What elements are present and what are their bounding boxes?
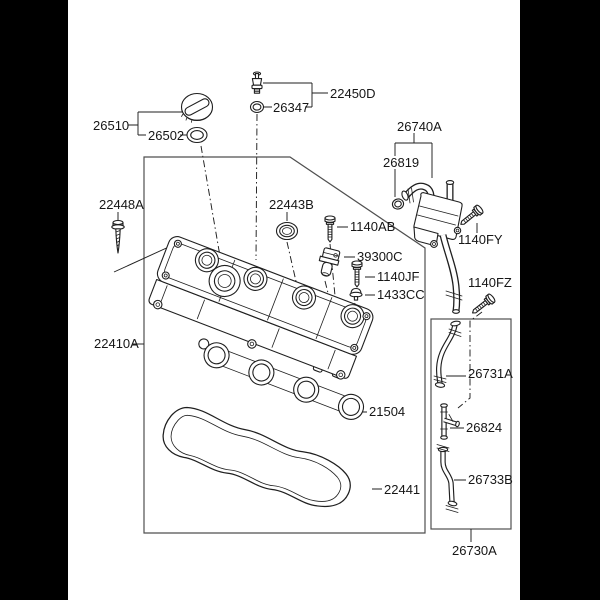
part-label-1140JF: 1140JF <box>377 269 419 284</box>
part-label-22450D: 22450D <box>330 86 376 101</box>
part-label-21504: 21504 <box>369 404 405 419</box>
part-label-26347: 26347 <box>273 100 309 115</box>
oil-cap-oring-glyph <box>186 126 208 144</box>
part-label-1140AB: 1140AB <box>350 219 395 234</box>
screw-22448a-glyph <box>111 219 125 254</box>
left-matte-bar <box>0 0 68 600</box>
part-label-26819: 26819 <box>383 155 419 170</box>
part-label-1433CC: 1433CC <box>377 287 425 302</box>
pcv-oring-glyph <box>249 100 265 114</box>
cam-sensor-glyph <box>318 247 341 277</box>
valve-cover-glyph <box>148 236 374 380</box>
part-label-26731A: 26731A <box>468 366 513 381</box>
part-label-26733B: 26733B <box>468 472 513 487</box>
part-label-26730A: 26730A <box>452 543 497 558</box>
cover-gasket-glyph <box>162 406 351 508</box>
part-label-1140FZ: 1140FZ <box>468 275 512 290</box>
part-label-39300C: 39300C <box>357 249 403 264</box>
right-matte-bar <box>520 0 600 600</box>
part-label-22443B: 22443B <box>269 197 314 212</box>
oil-cap-glyph <box>180 92 214 123</box>
part-label-22410A: 22410A <box>94 336 139 351</box>
part-label-26824: 26824 <box>466 420 502 435</box>
main-part-box <box>143 156 426 534</box>
breather-assembly-glyph <box>401 180 463 314</box>
part-label-22441: 22441 <box>384 482 420 497</box>
tee-26824-glyph <box>440 403 460 440</box>
plug-hole-seal-glyph <box>275 221 299 241</box>
grommet-1433cc-glyph <box>349 287 363 301</box>
part-label-22448A: 22448A <box>99 197 144 212</box>
hose-26731a-glyph <box>433 320 462 388</box>
pcv-valve-glyph <box>251 71 263 94</box>
leader-lines <box>113 82 478 542</box>
breather-oring-glyph <box>391 198 405 210</box>
part-label-1140FY: 1140FY <box>458 232 503 247</box>
part-label-26740A: 26740A <box>397 119 442 134</box>
plug-tube-gasket-glyph <box>198 338 365 420</box>
hose-26733b-glyph <box>436 444 459 513</box>
part-labels: 26510 26502 22450D 26347 26740A 26819 11… <box>93 86 513 558</box>
part-label-26510: 26510 <box>93 118 129 133</box>
part-label-26502: 26502 <box>148 128 184 143</box>
